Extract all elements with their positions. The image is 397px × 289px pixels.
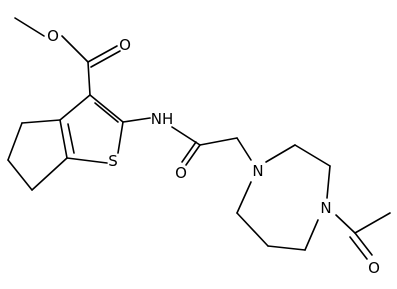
bond-amide-c-ch2	[199, 137, 238, 146]
bond-carbonyl-o-double-a	[87, 45, 118, 63]
bond-acetyl-c-o-a	[354, 232, 373, 256]
bond-c6r-c7r	[236, 212, 269, 247]
bond-c5r-c6r	[267, 245, 306, 251]
bond-c6-c7a	[31, 157, 68, 191]
bond-amide-c-o-b	[181, 141, 197, 163]
bond-carbonyl-c3	[87, 61, 91, 96]
atom-label-layer: O O NH S O N N O	[47, 27, 380, 277]
bond-c3-c2-inner	[94, 102, 119, 123]
bond-carbonyl-o-double-b	[90, 50, 121, 68]
atom-ester-o-single: O	[47, 27, 59, 45]
bond-layer	[7, 17, 391, 260]
bond-n4-c5r	[304, 219, 319, 251]
bond-c3a-c4	[21, 119, 61, 124]
bond-o-carbonyl	[61, 35, 89, 63]
bond-c7r-n1	[236, 181, 252, 214]
bond-c3r-n4	[326, 165, 331, 199]
bond-c7a-c3a-inner	[67, 123, 75, 154]
atom-diazepane-n4: N	[320, 199, 331, 217]
bond-acetyl-c-ch3	[354, 212, 391, 234]
atom-diazepane-n1: N	[252, 162, 263, 180]
bond-c4-c5	[7, 122, 23, 161]
bond-s-c7a	[66, 157, 108, 164]
atom-amide-nh: NH	[151, 110, 174, 128]
bond-n1-c2r	[265, 144, 296, 163]
bond-n4-acetyl-c	[335, 214, 356, 234]
atom-thiophene-s: S	[108, 152, 118, 170]
bond-c3-c2	[89, 94, 124, 123]
bond-c2-s	[117, 121, 124, 154]
atom-acetyl-o: O	[368, 259, 380, 277]
bond-methyl-o	[14, 17, 45, 37]
bond-c2-nh	[122, 117, 151, 123]
bond-c5-c6	[7, 159, 33, 191]
atom-amide-o: O	[175, 164, 187, 182]
atom-ester-o-double: O	[119, 36, 131, 54]
bond-c7a-c3a	[59, 119, 68, 159]
bond-acetyl-c-o-b	[349, 236, 368, 260]
bond-c3a-c3	[59, 94, 91, 121]
bond-ch2-n1	[236, 137, 252, 161]
bond-amide-c-o-a	[185, 144, 201, 166]
bond-c2r-c3r	[294, 144, 331, 167]
